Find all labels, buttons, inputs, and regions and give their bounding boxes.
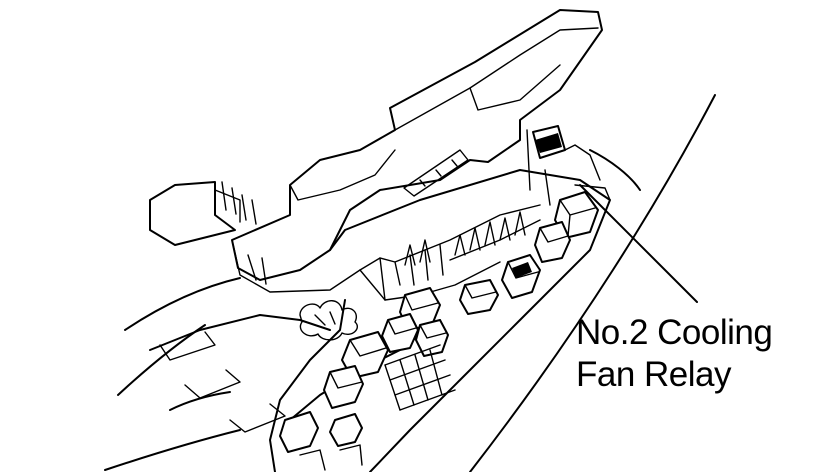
relay-clip: [526, 125, 601, 206]
fuse-box-cover: [231, 9, 603, 293]
callout-line-1: No.2 Cooling: [576, 313, 773, 352]
left-bracket: [149, 181, 257, 246]
relay-group-lower: [323, 279, 499, 409]
callout-line-2: Fan Relay: [576, 355, 732, 394]
fuse-row: [404, 211, 541, 266]
vehicle-body-outline: [104, 94, 716, 472]
wire-harness: [299, 300, 359, 341]
relay-group-right: [501, 184, 611, 299]
bottom-components: [279, 411, 363, 471]
callout-label: No.2 Cooling Fan Relay: [576, 312, 773, 396]
mini-fuse-grid: [384, 344, 456, 411]
callout-leader-line: [579, 184, 698, 303]
left-panel: [149, 314, 331, 433]
